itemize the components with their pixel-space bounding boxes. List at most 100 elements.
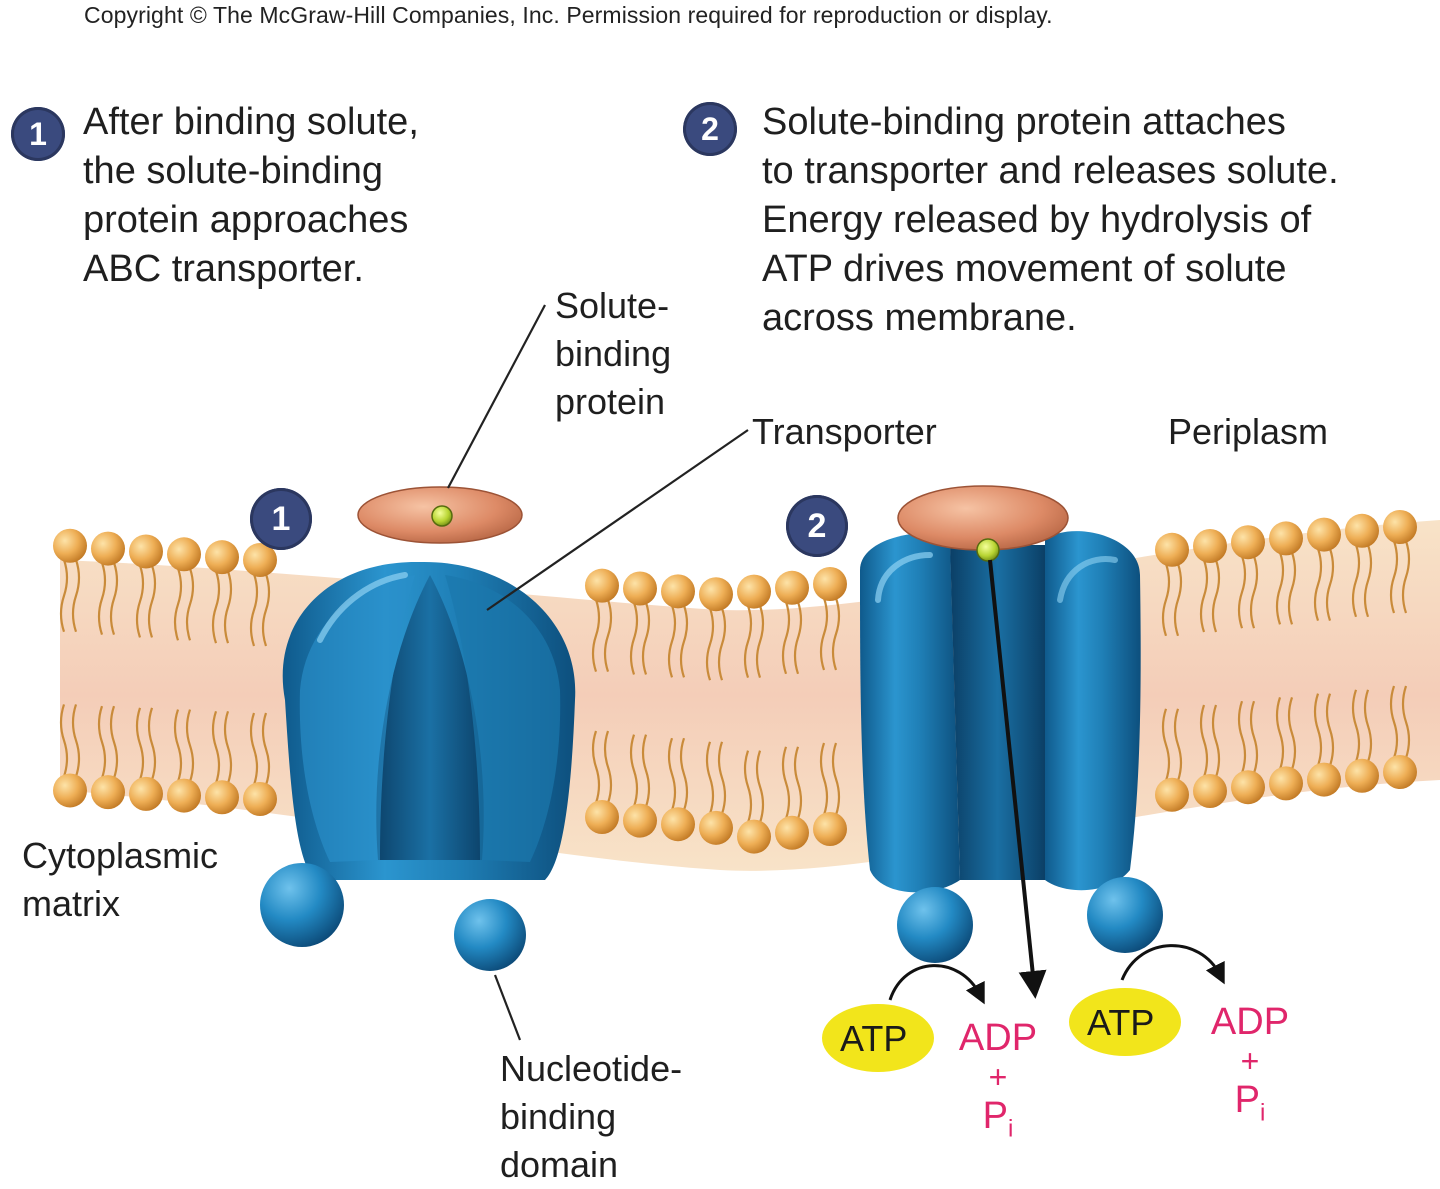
lipid-tail [249,573,259,647]
lipid-head [1269,766,1303,801]
leader-nucleotide-binding-domain [493,974,522,1041]
lipid-tail [1325,548,1335,621]
atp-ellipse-1 [822,1004,934,1072]
solute-molecule-released [976,538,1000,562]
step-1-badge: 1 [11,107,65,161]
lipid-tail [261,573,271,647]
lipid-head [737,574,771,609]
nucleotide-binding-domain-left-1 [260,863,344,947]
lipid-tail [109,562,119,635]
lipid-tail [1161,708,1171,782]
lipid-tail [135,565,145,638]
hydrolysis-arrow-2 [1120,944,1225,985]
lipid-head [167,778,201,813]
lipid-head [623,571,657,606]
leader-solute-binding-protein [447,304,546,489]
lipid-head [661,807,695,842]
adp-product-2: ADP + Pi [1200,1000,1300,1136]
lipid-tail [1401,685,1411,759]
nucleotide-binding-domain-left-2 [454,899,526,971]
label-nucleotide-binding-domain: Nucleotide- binding domain [500,1048,683,1185]
lipid-tail [1389,685,1399,759]
lipid-tail [1325,693,1335,766]
lipid-tail [1389,540,1399,614]
step-2-badge: 2 [683,102,737,156]
lipid-tail [1401,540,1411,614]
lipid-tail [185,709,195,782]
lipid-tail [1161,563,1171,637]
lipid-head [1231,525,1265,560]
lipid-tail [629,734,639,807]
lipid-tail [1287,552,1297,625]
lipid-tail [705,741,715,815]
lipid-head [585,799,619,834]
lipid-tail [591,599,601,672]
lipid-head [737,819,771,854]
lipid-tail [831,597,841,671]
lipid-head [813,567,847,601]
lipid-head [167,537,201,572]
lipid-head [129,534,163,569]
lipid-tail [641,602,651,675]
lipid-tail [743,605,753,678]
label-cytoplasmic-matrix: Cytoplasmic matrix [22,835,219,924]
lipid-tail [1363,544,1373,618]
lipid-tail [781,746,791,820]
lipid-tail [1237,700,1247,774]
step-1-description: After binding solute, the solute-binding… [83,101,419,290]
lipid-tail [97,705,107,779]
lipid-tail [59,559,69,633]
lipid-head [1269,521,1303,556]
lipid-tail [249,712,259,786]
lipid-tail [97,562,107,635]
lipid-tail [717,607,727,681]
lipid-tail [755,605,765,678]
lipid-tail [71,559,81,633]
lipid-tail [147,707,157,781]
lipid-tail [629,602,639,675]
hydrolysis-arrow-1 [888,964,985,1005]
lipid-tail [819,597,829,671]
lipid-tail [667,737,677,811]
lipid-head [91,775,125,810]
lipid-tail [1275,697,1285,770]
pi-label-2: Pi [1234,1079,1266,1127]
adp-label-2: ADP [1210,1001,1290,1043]
lipid-tail [223,710,233,784]
lipid-tail [743,750,753,823]
lipid-head [585,568,619,603]
lipid-tail [147,565,157,638]
lipid-tail [1287,697,1297,770]
lipid-tail [223,570,233,644]
copyright-notice: Copyright © The McGraw-Hill Companies, I… [84,2,1053,28]
lipid-head [53,528,87,563]
label-transporter: Transporter [752,411,937,452]
lipid-tail [717,741,727,815]
lipid-head [1307,762,1341,797]
lipid-head [1231,770,1265,805]
adp-product-1: ADP + Pi [948,1016,1048,1152]
lipid-tail [71,704,81,777]
lipid-head [699,577,733,612]
lipid-tail [173,567,183,641]
lipid-tail [603,730,613,804]
lipid-tail [793,746,803,820]
atp-label-1: ATP [840,1018,908,1059]
lipid-head [775,815,809,850]
solute-molecule-bound [431,505,453,527]
lipid-tail [1211,704,1221,778]
lipid-tail [1211,559,1221,633]
lipid-tail [173,709,183,782]
lipid-tail [135,707,145,781]
lipid-tail [679,605,689,678]
nucleotide-binding-domain-right-2 [1087,877,1163,953]
lipid-tail [591,730,601,804]
lipid-tail [831,742,841,816]
lipid-tail [1237,555,1247,629]
lipid-head [205,540,239,575]
lipid-tail [109,705,119,779]
lipid-tail [705,607,715,681]
lipid-tail [1249,555,1259,629]
diagram-step-1-badge: 1 [250,488,312,550]
